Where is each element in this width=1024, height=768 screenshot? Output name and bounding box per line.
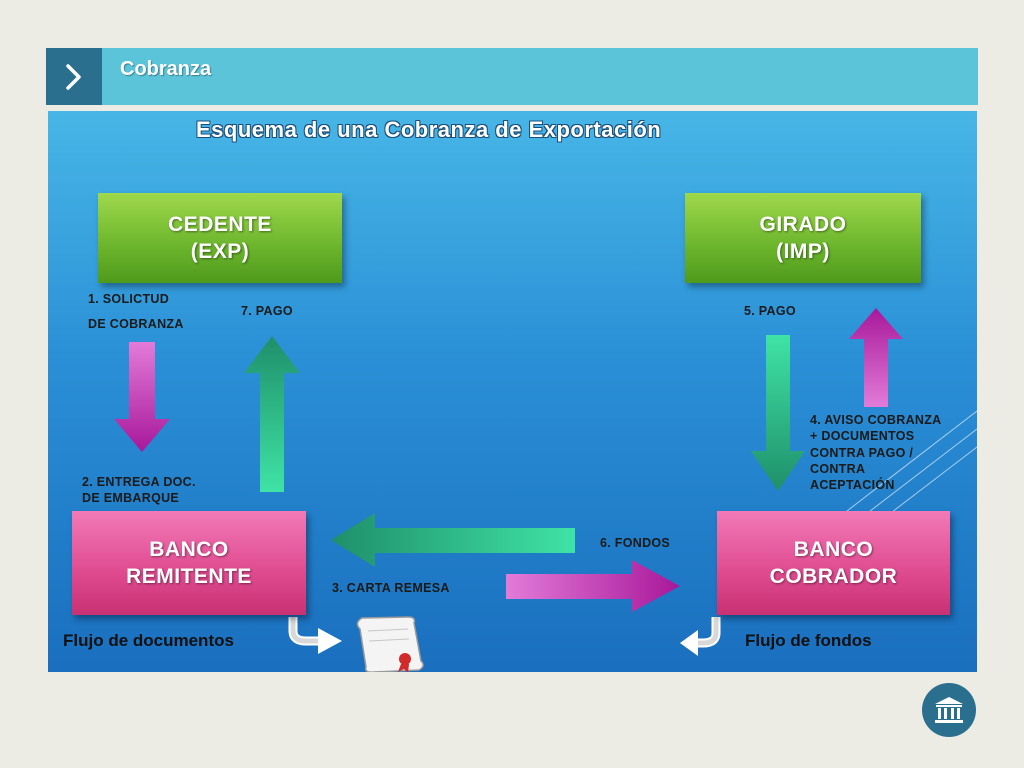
arrow-pago-up — [244, 336, 300, 492]
node-cedente-line2: (EXP) — [190, 240, 250, 263]
document-scroll-icon — [356, 616, 424, 672]
node-banco-cobrador-line2: COBRADOR — [769, 565, 898, 588]
page-title: Cobranza — [120, 58, 212, 80]
step-1-label-b: DE COBRANZA — [88, 317, 184, 331]
step-2-label-a: 2. ENTREGA DOC. — [82, 475, 196, 489]
node-girado: GIRADO (IMP) — [685, 193, 921, 283]
curve-arrow-fondos — [680, 617, 721, 656]
step-3-label: 3. CARTA REMESA — [332, 581, 450, 595]
bank-icon[interactable] — [922, 683, 976, 737]
header-bar: Cobranza — [46, 48, 978, 105]
step-5-label: 5. PAGO — [744, 304, 796, 318]
node-banco-remitente-line1: BANCO — [149, 538, 229, 561]
node-banco-cobrador: BANCO COBRADOR — [717, 511, 950, 615]
arrow-pago-down — [751, 335, 805, 491]
node-girado-line2: (IMP) — [776, 240, 830, 263]
step-4-label-a: 4. AVISO COBRANZA — [810, 413, 942, 427]
chevron-right-icon[interactable] — [46, 48, 102, 105]
node-banco-remitente: BANCO REMITENTE — [72, 511, 306, 615]
step-4-label-e: ACEPTACIÓN — [810, 478, 895, 492]
curve-arrow-documentos — [288, 617, 342, 654]
node-cedente-line1: CEDENTE — [168, 213, 272, 236]
node-cedente: CEDENTE (EXP) — [98, 193, 342, 283]
arrow-fondos-left — [331, 513, 575, 567]
diagram-slide: Esquema de una Cobranza de Exportación C… — [48, 111, 977, 672]
diagram-title: Esquema de una Cobranza de Exportación — [196, 117, 662, 142]
arrow-solicitud-down — [114, 342, 170, 452]
node-girado-line1: GIRADO — [759, 213, 847, 236]
node-banco-remitente-line2: REMITENTE — [126, 565, 252, 588]
legend-flujo-documentos: Flujo de documentos — [63, 631, 234, 650]
node-banco-cobrador-line1: BANCO — [793, 538, 874, 561]
arrow-carta-remesa-right — [506, 560, 680, 612]
step-7-label: 7. PAGO — [241, 304, 293, 318]
legend-flujo-fondos: Flujo de fondos — [745, 631, 872, 650]
step-2-label-b: DE EMBARQUE — [82, 491, 180, 505]
step-4-label-b: + DOCUMENTOS — [810, 429, 915, 443]
step-4-label-d: CONTRA — [810, 462, 866, 476]
arrow-aviso-up — [849, 308, 903, 407]
step-6-label: 6. FONDOS — [600, 536, 671, 550]
step-4-label-c: CONTRA PAGO / — [810, 446, 914, 460]
diagram-arrows — [114, 308, 977, 672]
step-1-label-a: 1. SOLICTUD — [88, 292, 170, 306]
